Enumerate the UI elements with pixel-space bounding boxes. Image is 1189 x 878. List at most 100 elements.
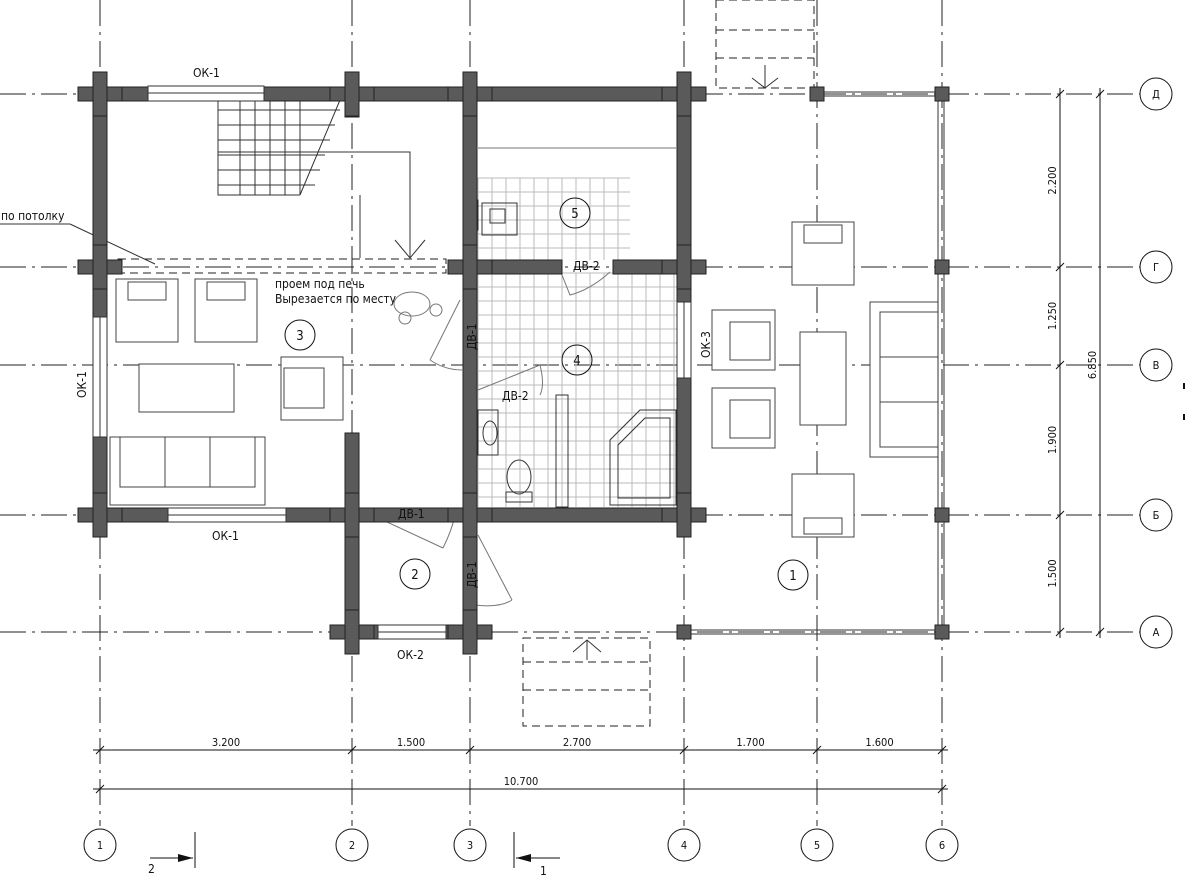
dimension-value: 1.600 xyxy=(865,736,893,749)
opening-note-line1: проем под печь xyxy=(275,277,365,291)
axis-label: 3 xyxy=(467,839,473,852)
table xyxy=(799,331,847,426)
room-number: 2 xyxy=(411,568,418,583)
room-marker xyxy=(559,197,591,229)
terrace-post xyxy=(934,507,950,523)
dimension-tick xyxy=(679,745,689,755)
terrace-post xyxy=(934,259,950,275)
armchair xyxy=(711,387,776,449)
ceiling-note: по потолку xyxy=(1,209,65,223)
axis-bubble xyxy=(925,828,959,862)
dimension-tick xyxy=(1055,627,1065,637)
dimension-tick xyxy=(1055,360,1065,370)
dimension-total: 6.850 xyxy=(1086,351,1099,379)
dimension-total: 10.700 xyxy=(504,775,539,788)
room-number: 1 xyxy=(789,569,796,584)
log-corner xyxy=(92,71,108,117)
sofa xyxy=(109,436,266,506)
section-mark-label: 2 xyxy=(148,862,155,876)
dimension-value: 1.500 xyxy=(397,736,425,749)
wall-segment xyxy=(462,86,478,640)
room-marker xyxy=(399,558,431,590)
dimension-tick xyxy=(1055,510,1065,520)
log-corner xyxy=(462,609,478,655)
window-label: ОК-1 xyxy=(212,529,239,543)
tick-mark xyxy=(1183,414,1185,420)
leader-line xyxy=(69,223,156,265)
bathroom-tiles xyxy=(477,147,680,507)
axis-label: Д xyxy=(1152,88,1160,101)
dimension-value: 1.250 xyxy=(1046,302,1059,330)
window-ok1-bottom xyxy=(167,507,287,523)
terrace-post xyxy=(809,86,825,102)
door-label: ДВ-1 xyxy=(465,561,479,588)
terrace-post xyxy=(934,624,950,640)
armchair xyxy=(194,278,258,343)
partition xyxy=(555,394,569,508)
axis-bubble xyxy=(1139,498,1173,532)
room-marker xyxy=(561,344,593,376)
dimension-tick xyxy=(1095,89,1105,99)
dimension-tick xyxy=(347,745,357,755)
axis-label: Г xyxy=(1153,261,1159,274)
log-corner xyxy=(344,492,360,538)
room-marker xyxy=(284,319,316,351)
dimension-tick xyxy=(812,745,822,755)
wall-segment xyxy=(92,86,108,523)
log-corner xyxy=(344,609,360,655)
axis-label: 1 xyxy=(97,839,103,852)
log-corner xyxy=(92,492,108,538)
log-corner xyxy=(676,244,692,290)
staircase xyxy=(217,99,426,259)
dimension-value: 2.200 xyxy=(1046,166,1059,194)
log-corner xyxy=(462,71,478,117)
door-label: ДВ-2 xyxy=(573,259,600,273)
axis-label: 2 xyxy=(349,839,355,852)
arrow-icon xyxy=(572,639,602,660)
section-mark-label: 1 xyxy=(540,864,547,878)
axis-label: А xyxy=(1153,626,1160,639)
window-label: ОК-1 xyxy=(75,371,89,398)
axis-label: 5 xyxy=(814,839,820,852)
tick-mark xyxy=(1183,383,1185,389)
log-corner xyxy=(676,492,692,538)
axis-label: 6 xyxy=(939,839,945,852)
window-label: ОК-2 xyxy=(397,648,424,662)
dimension-tick xyxy=(1055,262,1065,272)
washbasin xyxy=(477,409,499,456)
labels: ОК-1 ОК-1 ОК-1 ОК-2 ОК-3 ДВ-1 ДВ-1 ДВ-1 … xyxy=(1,66,713,662)
door-label: ДВ-2 xyxy=(502,389,529,403)
terrace-railing xyxy=(690,91,945,635)
opening-note-line2: Вырезается по месту xyxy=(275,292,397,306)
axis-bubble xyxy=(1139,77,1173,111)
furniture xyxy=(0,0,945,727)
armchair xyxy=(791,473,855,538)
dimension-value: 1.500 xyxy=(1046,559,1059,587)
axis-bubble xyxy=(453,828,487,862)
door-label: ДВ-1 xyxy=(465,323,479,350)
armchair xyxy=(711,309,776,371)
dimension-tick xyxy=(937,784,947,794)
toilet xyxy=(505,459,533,503)
dimension-tick xyxy=(95,745,105,755)
door-label: ДВ-1 xyxy=(398,507,425,521)
shower-cabin xyxy=(609,409,677,506)
door-swing xyxy=(371,269,611,607)
dimension-tick xyxy=(95,784,105,794)
section-marks: 2 1 xyxy=(148,832,560,878)
log-corner xyxy=(344,71,360,117)
log-corner xyxy=(92,244,108,290)
ceiling-opening-outline xyxy=(117,258,447,274)
axis-label: 4 xyxy=(681,839,687,852)
terrace-post xyxy=(676,624,692,640)
dimension-value: 2.700 xyxy=(563,736,591,749)
log-corner xyxy=(462,492,478,538)
window-ok1-top xyxy=(147,85,265,102)
axis-bubble xyxy=(335,828,369,862)
window-label: ОК-1 xyxy=(193,66,220,80)
axis-bubble xyxy=(667,828,701,862)
sofa xyxy=(869,301,939,458)
table xyxy=(138,363,235,413)
